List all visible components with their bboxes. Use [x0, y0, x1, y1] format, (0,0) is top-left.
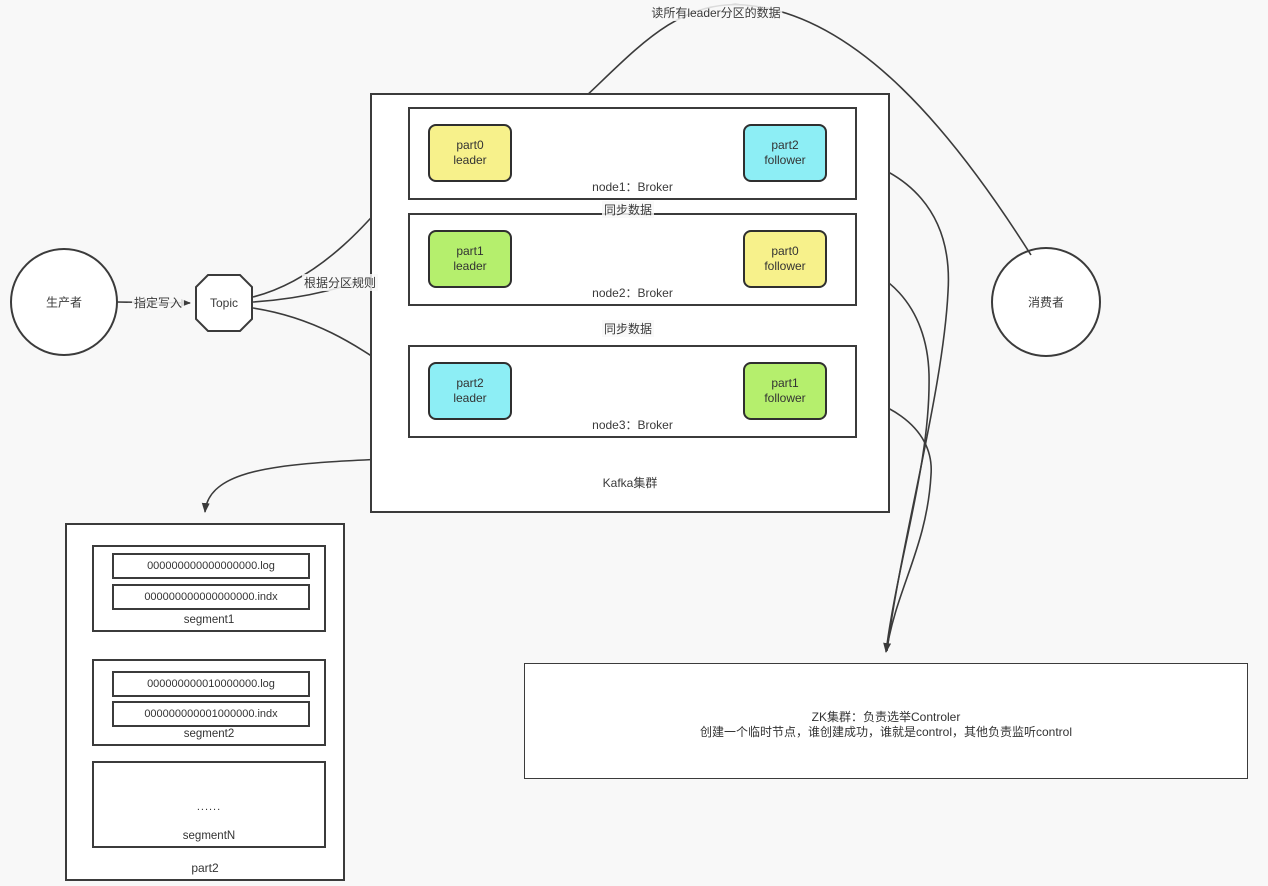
part0-leader-box: part0 leader	[428, 124, 512, 182]
producer-label: 生产者	[45, 295, 83, 310]
topic-label: Topic	[209, 296, 239, 310]
node1-label: node1：Broker	[592, 180, 673, 194]
segmentN-label: segmentN	[182, 830, 236, 842]
partition-store-label: part2	[191, 861, 219, 875]
part0-follower-box: part0 follower	[743, 230, 827, 288]
part1-follower-name: part1	[771, 376, 799, 390]
part1-leader-box: part1 leader	[428, 230, 512, 288]
part1-leader-role: leader	[453, 259, 487, 273]
part2-leader-box: part2 leader	[428, 362, 512, 420]
part0-leader-name: part0	[456, 138, 484, 152]
edge-label-read-leaders: 读所有leader分区的数据	[649, 4, 783, 21]
segment2-log-file: 000000000010000000.log	[112, 671, 310, 697]
edge-label-partition-rule: 根据分区规则	[301, 274, 379, 291]
consumer-circle	[991, 247, 1101, 357]
part2-follower-name: part2	[771, 138, 799, 152]
edge-label-write: 指定写入	[131, 294, 185, 311]
part1-follower-role: follower	[764, 391, 806, 405]
segmentN-ellipsis: ......	[196, 801, 222, 813]
topic-octagon	[195, 274, 253, 332]
part0-leader-role: leader	[453, 153, 487, 167]
node2-label: node2：Broker	[592, 286, 673, 300]
segment2-index-file: 000000000001000000.indx	[112, 701, 310, 727]
part2-leader-role: leader	[453, 391, 487, 405]
zk-cluster-box: ZK集群：负责选举Controler 创建一个临时节点，谁创建成功，谁就是con…	[524, 663, 1248, 779]
consumer-label: 消费者	[1027, 295, 1065, 310]
segment1-label: segment1	[183, 614, 235, 626]
part0-follower-role: follower	[764, 259, 806, 273]
part0-follower-name: part0	[771, 244, 799, 258]
node3-label: node3：Broker	[592, 418, 673, 432]
part1-leader-name: part1	[456, 244, 484, 258]
zk-line1: ZK集群：负责选举Controler	[811, 710, 961, 724]
segment2-label: segment2	[183, 728, 235, 740]
part2-follower-box: part2 follower	[743, 124, 827, 182]
edge-label-sync-1: 同步数据	[601, 201, 655, 218]
kafka-cluster-label: Kafka集群	[602, 476, 658, 490]
segment1-log-file: 000000000000000000.log	[112, 553, 310, 579]
edge-label-sync-2: 同步数据	[601, 320, 655, 337]
segment1-index-file: 000000000000000000.indx	[112, 584, 310, 610]
zk-line2: 创建一个临时节点，谁创建成功，谁就是control，其他负责监听control	[699, 725, 1073, 739]
part1-follower-box: part1 follower	[743, 362, 827, 420]
part2-follower-role: follower	[764, 153, 806, 167]
part2-leader-name: part2	[456, 376, 484, 390]
segmentN-box: ...... segmentN	[92, 761, 326, 848]
